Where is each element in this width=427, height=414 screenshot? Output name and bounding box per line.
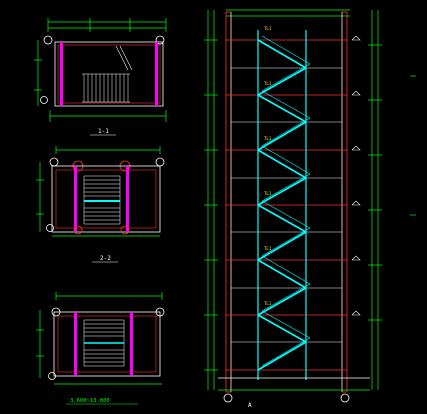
svg-text:TL1: TL1 (264, 136, 272, 141)
svg-text:TL1: TL1 (264, 301, 272, 306)
stair-plan-2: 2-2 (36, 146, 165, 263)
svg-text:TL1: TL1 (264, 246, 272, 251)
plan-2-label: 2-2 (100, 255, 111, 262)
svg-text:TL1: TL1 (264, 191, 272, 196)
section-label: A (248, 402, 252, 409)
offscreen-marks (410, 75, 416, 216)
svg-text:TL1: TL1 (264, 81, 272, 86)
plan-3-caption: 3.600~13.800 (70, 398, 110, 404)
stair-plan-1: 1-1 (34, 18, 167, 136)
stair-plan-3: 3.600~13.800 (36, 292, 165, 405)
svg-text:TL1: TL1 (264, 26, 272, 31)
plan-1-label: 1-1 (98, 128, 109, 135)
